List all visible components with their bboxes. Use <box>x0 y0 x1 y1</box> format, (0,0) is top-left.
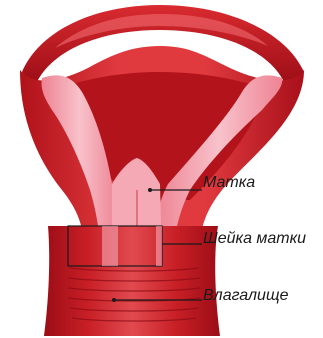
label-vagina: Влагалище <box>203 288 288 304</box>
label-cervix: Шейка матки <box>203 231 306 247</box>
label-uterus: Матка <box>203 175 255 191</box>
leader-dot-uterus <box>148 188 152 192</box>
leader-dot-vagina <box>112 298 116 302</box>
